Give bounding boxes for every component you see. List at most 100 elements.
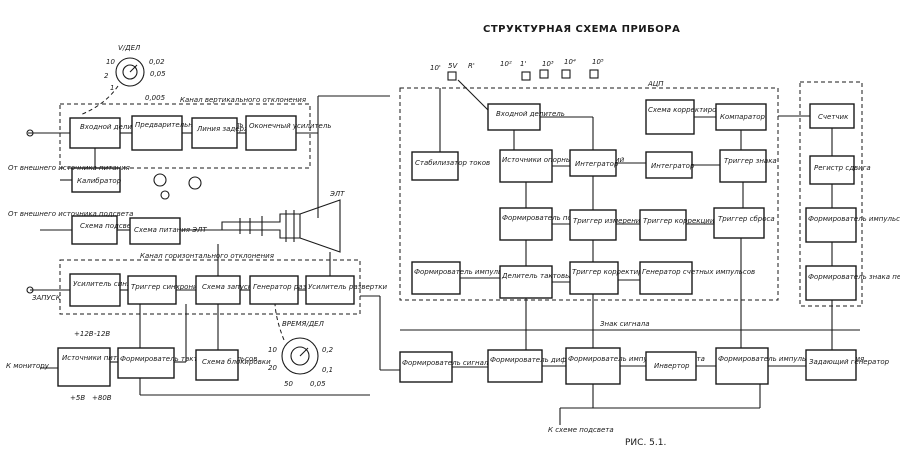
svg-text:Формирователь импульсов управл: Формирователь импульсов управления xyxy=(718,355,864,363)
svg-text:Формирователь импульсов подсве: Формирователь импульсов подсвета xyxy=(568,355,705,363)
svg-text:1': 1' xyxy=(520,60,526,68)
block-clock-shaper: Формирователь тактовых импульсов xyxy=(117,347,257,379)
block-write-shaper: Формирователь импульсов записи xyxy=(805,207,900,243)
svg-text:Счетчик: Счетчик xyxy=(818,113,849,121)
svg-text:Генератор развертки: Генератор развертки xyxy=(253,283,332,291)
label-to-monitor: К монитору xyxy=(6,362,50,370)
range-switches: 10' 5V R' 10² 1' 10³ 10⁴ 10⁵ xyxy=(430,58,604,81)
block-overload-shaper: Формирователь знака перегрузки xyxy=(805,265,900,301)
block-sweep-amp: Усилитель развертки xyxy=(305,275,388,305)
svg-text:Усилитель синхронизации: Усилитель синхронизации xyxy=(73,280,171,288)
svg-text:0,05: 0,05 xyxy=(150,70,166,78)
lamp-icon xyxy=(153,173,167,187)
svg-text:Компаратор: Компаратор xyxy=(720,113,765,121)
svg-text:10⁵: 10⁵ xyxy=(592,58,604,66)
svg-text:Источники опорных напряжений: Источники опорных напряжений xyxy=(502,156,625,164)
svg-text:Триггер сброса: Триггер сброса xyxy=(718,215,775,223)
block-integrator-2: Интегратор xyxy=(645,151,695,179)
block-master-gen: Задающий генератор xyxy=(805,349,890,381)
svg-text:Формирователь импульса сброса: Формирователь импульса сброса xyxy=(414,268,537,276)
svg-text:Схема блокировки: Схема блокировки xyxy=(202,358,271,366)
svg-text:Формирователь диф. сигнала: Формирователь диф. сигнала xyxy=(490,356,600,364)
svg-text:0,2: 0,2 xyxy=(322,346,334,354)
label-v5: +5В xyxy=(70,394,85,402)
svg-text:Регистр сдвига: Регистр сдвига xyxy=(814,164,871,172)
svg-text:Формирователь сигнала т.к.: Формирователь сигнала т.к. xyxy=(402,359,508,367)
svg-text:Входной делитель: Входной делитель xyxy=(80,123,149,131)
svg-text:Схема питания ЭЛТ: Схема питания ЭЛТ xyxy=(134,226,207,234)
block-sweep-gen: Генератор развертки xyxy=(249,275,332,305)
svg-text:Триггер знака: Триггер знака xyxy=(724,157,777,165)
label-sign-signal: Знак сигнала xyxy=(600,320,650,328)
block-inverter: Инвертор xyxy=(645,351,697,381)
adc-label: АЦП xyxy=(647,80,664,88)
svg-text:10³: 10³ xyxy=(542,60,554,68)
svg-text:Инвертор: Инвертор xyxy=(654,362,690,370)
svg-text:Предварительный усилитель: Предварительный усилитель xyxy=(135,121,244,129)
label-v-minus12: -12В xyxy=(94,330,110,338)
block-signal-shaper: Формирователь сигнала т.к. xyxy=(399,351,508,383)
svg-text:Задающий генератор: Задающий генератор xyxy=(809,358,890,366)
block-clock-divider: Делитель тактовых импульсов xyxy=(499,265,616,299)
block-blocking: Схема блокировки xyxy=(195,349,271,381)
block-integrator-1: Интегратор xyxy=(569,149,619,177)
svg-text:10: 10 xyxy=(268,346,277,354)
label-ext-backlight: От внешнего источника подсвета xyxy=(8,210,133,218)
svg-text:Формирователь тактовых импульс: Формирователь тактовых импульсов xyxy=(120,355,257,363)
svg-text:R': R' xyxy=(468,62,475,70)
block-crt-power: Схема питания ЭЛТ xyxy=(129,217,207,245)
block-preamp: Предварительный усилитель xyxy=(131,115,244,151)
svg-text:0,02: 0,02 xyxy=(149,58,165,66)
time-div-label: ВРЕМЯ/ДЕЛ xyxy=(282,320,325,328)
block-input-divider-r: Входной делитель xyxy=(487,103,565,131)
block-power-supply: Источники питания xyxy=(57,347,135,387)
svg-text:50: 50 xyxy=(284,380,293,388)
svg-text:0,005: 0,005 xyxy=(145,94,166,102)
svg-text:Источники питания: Источники питания xyxy=(62,354,135,362)
block-backlight: Схема подсвета xyxy=(71,215,139,245)
label-ext-source: От внешнего источника питания xyxy=(8,164,130,172)
svg-text:10²: 10² xyxy=(500,60,512,68)
figure-caption: РИС. 5.1. xyxy=(625,438,666,448)
block-zero-correct: Схема корректировки нуля xyxy=(645,99,749,135)
block-sync-trigger: Триггер синхронизации xyxy=(127,275,220,305)
svg-text:10⁴: 10⁴ xyxy=(564,58,576,66)
block-correction-trigger: Триггер коррекции xyxy=(639,209,715,241)
block-reset-shaper: Формирователь импульса сброса xyxy=(411,261,537,295)
block-counter: Счетчик xyxy=(809,103,855,129)
block-output-amp: Оконечный усилитель xyxy=(245,115,331,151)
svg-text:0,05: 0,05 xyxy=(310,380,326,388)
svg-text:Схема корректировки нуля: Схема корректировки нуля xyxy=(648,106,749,114)
horizontal-channel-label: Канал горизонтального отклонения xyxy=(140,252,274,260)
svg-text:Формирователь полярности: Формирователь полярности xyxy=(502,214,607,222)
svg-text:1: 1 xyxy=(110,84,114,92)
block-reset-trigger: Триггер сброса xyxy=(713,207,775,239)
block-measure-trigger: Триггер измерения xyxy=(569,209,645,241)
volt-div-knob: V/ДЕЛ 10 2 1 0,02 0,05 0,005 xyxy=(79,44,166,116)
time-div-knob: ВРЕМЯ/ДЕЛ 10 20 50 0,2 0,1 0,05 xyxy=(268,303,334,388)
block-sign-trigger: Триггер знака xyxy=(719,149,777,183)
diagram-title: СТРУКТУРНАЯ СХЕМА ПРИБОРА xyxy=(483,24,680,35)
svg-text:Интегратор: Интегратор xyxy=(651,162,695,170)
svg-text:Делитель тактовых импульсов: Делитель тактовых импульсов xyxy=(501,272,616,280)
crt-label: ЭЛТ xyxy=(329,190,345,198)
label-v-plus12: +12В xyxy=(74,330,94,338)
label-v80: +80В xyxy=(92,394,112,402)
svg-text:Усилитель развертки: Усилитель развертки xyxy=(308,283,388,291)
svg-text:Линия задержки: Линия задержки xyxy=(196,125,260,133)
block-zero-trigger: Триггер корректировки нуля xyxy=(569,261,679,295)
svg-text:Триггер синхронизации: Триггер синхронизации xyxy=(131,283,220,291)
svg-text:Формирователь знака перегрузки: Формирователь знака перегрузки xyxy=(808,273,900,281)
svg-text:Генератор счетных импульсов: Генератор счетных импульсов xyxy=(642,268,755,276)
svg-text:Калибратор: Калибратор xyxy=(77,177,122,185)
block-diff-shaper: Формирователь диф. сигнала xyxy=(487,349,600,383)
vertical-channel-label: Канал вертикального отклонения xyxy=(180,96,306,104)
svg-text:Стабилизатор токов: Стабилизатор токов xyxy=(415,159,490,167)
svg-text:Интегратор: Интегратор xyxy=(575,160,619,168)
svg-text:Оконечный усилитель: Оконечный усилитель xyxy=(249,122,331,130)
svg-text:Триггер коррекции: Триггер коррекции xyxy=(643,217,715,225)
block-backlight-shaper: Формирователь импульсов подсвета xyxy=(565,347,705,385)
svg-text:Схема запуска: Схема запуска xyxy=(202,283,256,291)
svg-text:2: 2 xyxy=(104,72,109,80)
